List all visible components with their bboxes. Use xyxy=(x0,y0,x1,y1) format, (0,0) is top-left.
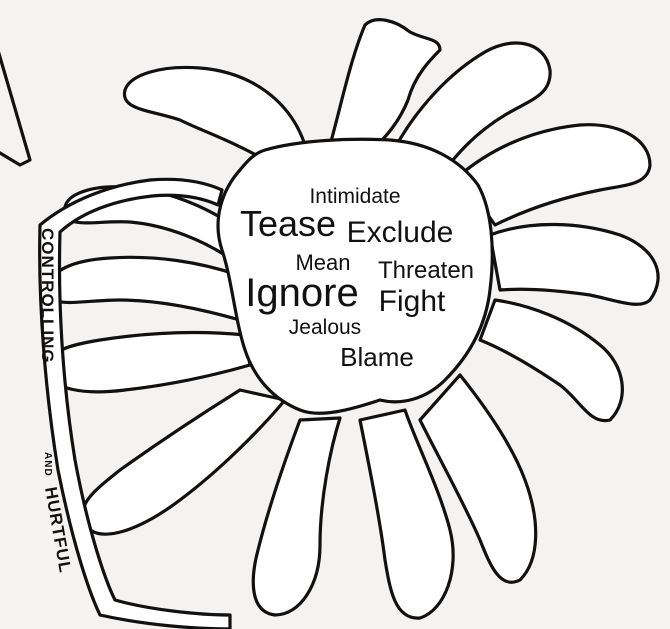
ribbon-word-and: AND xyxy=(42,452,53,477)
word-exclude: Exclude xyxy=(347,216,454,249)
petal-lower-left xyxy=(82,390,285,534)
petal-left-lower xyxy=(48,333,250,392)
petal-right-lower xyxy=(480,300,622,421)
word-jealous: Jealous xyxy=(289,316,361,339)
petal-bottom-left xyxy=(253,418,340,615)
ribbon-word-controlling: CONTROLLING xyxy=(38,228,57,364)
word-blame: Blame xyxy=(340,342,414,372)
word-tease: Tease xyxy=(240,203,336,244)
word-threaten: Threaten xyxy=(378,257,474,284)
petal-left xyxy=(48,257,240,320)
petal-right xyxy=(490,224,658,304)
left-leaf-outline xyxy=(0,40,30,165)
word-fight: Fight xyxy=(379,285,446,318)
word-ignore: Ignore xyxy=(245,271,358,315)
